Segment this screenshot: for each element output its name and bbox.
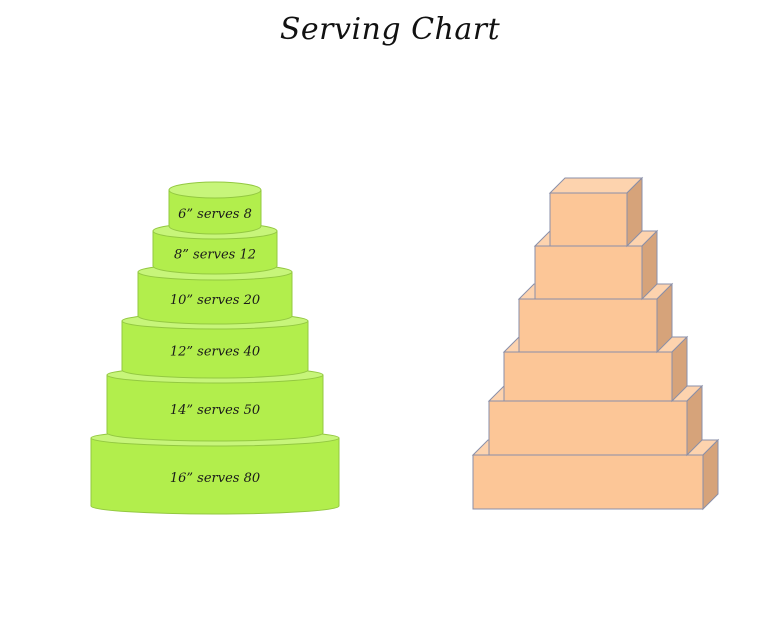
square-tier xyxy=(548,176,644,248)
round-tier-body xyxy=(121,320,309,379)
square-tier-front xyxy=(472,454,704,510)
round-tier-label: 8” serves 12 xyxy=(174,248,256,263)
square-tier-front xyxy=(518,298,658,353)
page-title: Serving Chart xyxy=(279,12,501,47)
square-cake xyxy=(471,176,720,511)
round-tier-body xyxy=(106,374,324,442)
square-tier-front xyxy=(488,400,688,456)
round-tier-body xyxy=(90,437,340,515)
round-tier-label: 6” serves 8 xyxy=(178,207,252,222)
round-tier: 6” serves 8 xyxy=(168,181,262,235)
round-tier-body xyxy=(152,230,278,275)
round-tier-body xyxy=(137,271,293,325)
round-cake: 16” serves 80 14” serves 50 12” serves 40 1… xyxy=(90,181,340,515)
round-tier-label: 12” serves 40 xyxy=(170,345,260,360)
round-tier: 16” serves 80 xyxy=(90,429,340,515)
square-tier-top xyxy=(548,177,644,194)
round-tier-label: 16” serves 80 xyxy=(170,471,260,486)
round-tier-body xyxy=(168,189,262,235)
round-tier-label: 10” serves 20 xyxy=(170,293,260,308)
round-tier-top xyxy=(168,181,262,199)
square-tier-front xyxy=(549,192,628,247)
round-tier-label: 14” serves 50 xyxy=(170,403,260,418)
square-tier-front xyxy=(503,351,673,402)
square-tier-front xyxy=(534,245,643,300)
